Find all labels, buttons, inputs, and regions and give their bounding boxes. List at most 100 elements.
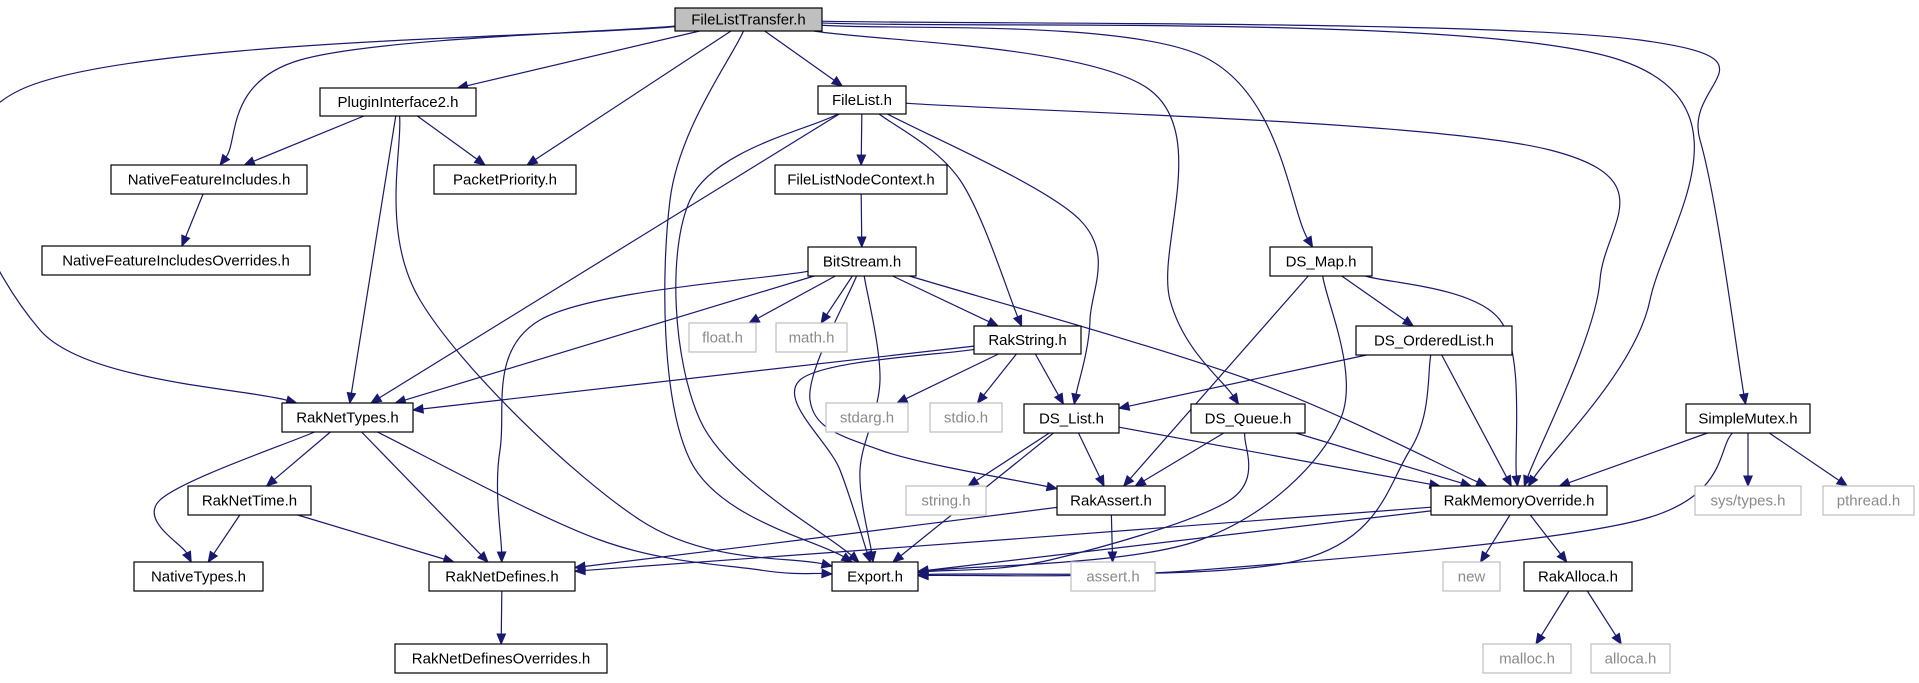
node-FileListTransfer[interactable]: FileListTransfer.h (674, 7, 823, 32)
node-label: RakString.h (988, 332, 1066, 349)
node-NativeTypes[interactable]: NativeTypes.h (133, 561, 264, 592)
edge-arrowhead (1511, 475, 1522, 488)
node-box (394, 643, 608, 674)
node-DS_OrderedList[interactable]: DS_OrderedList.h (1355, 325, 1513, 356)
edge-arrowhead (1134, 476, 1147, 487)
edge-DS_Queue-to-RakMemoryOverride (1295, 432, 1462, 484)
edge-FileListTransfer-to-DS_Map (821, 24, 1308, 239)
edge-FileListTransfer-to-PacketPriority (535, 30, 732, 161)
edge-arrowhead (182, 550, 192, 564)
edge-arrowhead (525, 155, 539, 166)
node-label: assert.h (1086, 569, 1139, 586)
edge-arrowhead (1071, 392, 1082, 406)
node-label: RakNetDefines.h (445, 569, 558, 586)
node-label: PluginInterface2.h (338, 94, 459, 111)
edge-RakString-to-RakNetTypes (422, 345, 975, 410)
edge-arrowhead (747, 313, 761, 324)
node-box (1023, 403, 1120, 434)
node-DS_Queue[interactable]: DS_Queue.h (1190, 403, 1306, 434)
node-box (433, 164, 577, 195)
edge-arrowhead (1045, 481, 1059, 492)
edge-arrowhead (856, 236, 867, 249)
edge-arrowhead (411, 403, 424, 414)
node-PluginInterface2[interactable]: PluginInterface2.h (319, 87, 477, 117)
node-box (817, 85, 907, 115)
node-box (1269, 246, 1373, 277)
edge-DS_Map-to-RakMemoryOverride (1365, 275, 1518, 477)
node-SimpleMutex[interactable]: SimpleMutex.h (1685, 403, 1811, 434)
node-label: FileListNodeContext.h (787, 172, 935, 189)
node-box (1482, 643, 1572, 674)
node-RakString[interactable]: RakString.h (973, 325, 1082, 355)
node-box (688, 322, 757, 353)
node-RakNetTime[interactable]: RakNetTime.h (187, 485, 312, 516)
edge-arrowhead (1107, 551, 1118, 564)
edge-SimpleMutex-to-Export (927, 432, 1733, 577)
node-box (674, 7, 823, 32)
edge-SimpleMutex-to-RakMemoryOverride (1568, 432, 1708, 484)
edge-arrowhead (1094, 474, 1105, 488)
node-RakNetTypes[interactable]: RakNetTypes.h (281, 402, 414, 433)
node-FileListNodeContext[interactable]: FileListNodeContext.h (774, 164, 948, 195)
edge-FileListTransfer-to-SimpleMutex (821, 20, 1745, 395)
edge-RakString-to-DS_List (1034, 353, 1060, 396)
edge-BitStream-to-RakString (892, 275, 990, 323)
edge-RakNetTypes-to-Export (377, 431, 823, 575)
edge-FileListNodeContext-to-BitStream (860, 193, 863, 238)
edge-arrowhead (820, 311, 832, 325)
node-label: string.h (921, 493, 970, 510)
edge-SimpleMutex-to-pthread (1768, 432, 1840, 481)
node-Export[interactable]: Export.h (831, 561, 919, 592)
edge-RakNetTypes-to-RakNetTime (273, 431, 331, 480)
node-label: DS_Queue.h (1205, 411, 1292, 428)
edge-arrowhead (1117, 401, 1131, 411)
node-PacketPriority[interactable]: PacketPriority.h (433, 164, 577, 195)
node-DS_List[interactable]: DS_List.h (1023, 403, 1120, 434)
node-RakNetDefinesOverrides[interactable]: RakNetDefinesOverrides.h (394, 643, 608, 674)
edge-PluginInterface2-to-RakNetTypes (350, 115, 397, 394)
node-box (319, 87, 477, 117)
edge-arrowhead (862, 550, 872, 564)
node-box (831, 561, 919, 592)
node-label: PacketPriority.h (453, 172, 557, 189)
node-RakNetDefines[interactable]: RakNetDefines.h (428, 561, 576, 592)
edge-FileListTransfer-to-RakNetTypes (0, 26, 676, 401)
node-NativeFeatureIncludesOverrides[interactable]: NativeFeatureIncludesOverrides.h (41, 245, 311, 276)
node-RakMemoryOverride[interactable]: RakMemoryOverride.h (1430, 485, 1608, 516)
node-box (973, 325, 1082, 355)
node-alloca: alloca.h (1590, 643, 1671, 674)
edge-FileListTransfer-to-Export (664, 30, 844, 558)
edge-arrowhead (1479, 550, 1491, 564)
node-box (774, 164, 948, 195)
node-RakAssert[interactable]: RakAssert.h (1056, 485, 1166, 516)
edge-arrowhead (207, 550, 219, 564)
edge-arrowhead (892, 551, 905, 563)
node-systypes: sys/types.h (1694, 485, 1802, 516)
edge-DS_Queue-to-Export (927, 432, 1250, 573)
node-label: FileListTransfer.h (691, 12, 806, 29)
edge-arrowhead (1558, 477, 1572, 488)
node-label: DS_OrderedList.h (1374, 333, 1494, 350)
edge-arrowhead (1523, 474, 1533, 488)
node-label: stdio.h (944, 410, 988, 427)
edge-FileListTransfer-to-FileList (764, 30, 835, 81)
node-stdio: stdio.h (929, 402, 1003, 433)
node-label: new (1458, 569, 1486, 586)
edge-arrowhead (1475, 477, 1488, 487)
node-math: math.h (775, 322, 848, 353)
edge-RakAssert-to-assert (1110, 514, 1113, 553)
edge-RakMemoryOverride-to-new (1485, 514, 1511, 554)
node-assert: assert.h (1070, 561, 1156, 592)
node-label: malloc.h (1499, 651, 1555, 668)
node-NativeFeatureIncludes[interactable]: NativeFeatureIncludes.h (110, 164, 308, 195)
node-FileList[interactable]: FileList.h (817, 85, 907, 115)
node-DS_Map[interactable]: DS_Map.h (1269, 246, 1373, 277)
edge-arrowhead (916, 565, 930, 576)
node-BitStream[interactable]: BitStream.h (807, 246, 917, 277)
edge-BitStream-to-RakNetDefines (496, 270, 809, 553)
node-RakAlloca[interactable]: RakAlloca.h (1523, 561, 1633, 592)
edge-BitStream-to-RakMemoryOverride (909, 275, 1478, 483)
edge-BitStream-to-RakAssert (809, 275, 1048, 488)
node-label: RakAlloca.h (1538, 569, 1618, 586)
edge-arrowhead (369, 393, 383, 404)
